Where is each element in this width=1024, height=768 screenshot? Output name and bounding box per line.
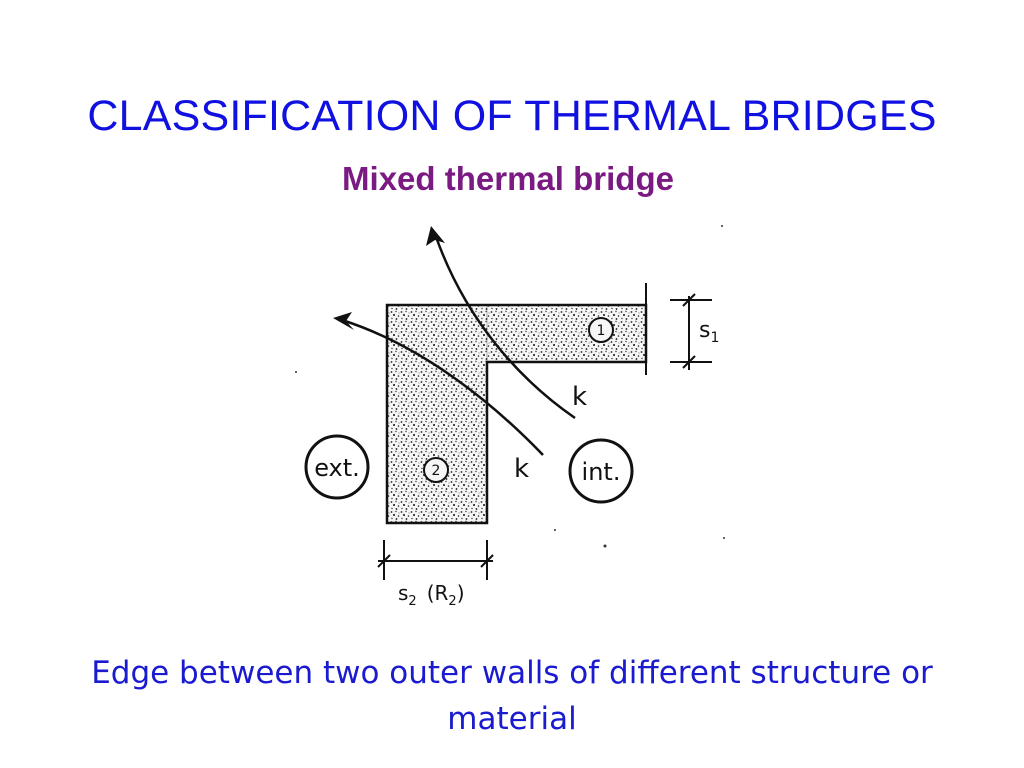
wall-2-label: 2 [432,463,441,479]
wall-1-marker [588,317,614,343]
slide-subtitle: Mixed thermal bridge [342,160,674,197]
heat-flow-arrowhead-upper [426,226,445,246]
slide-caption: Edge between two outer walls of differen… [91,655,933,737]
heat-flow-arrow-lower [341,318,544,456]
slide-title: CLASSIFICATION OF THERMAL BRIDGES [87,92,937,140]
scan-specks [295,225,725,548]
wall-2-marker [423,457,449,483]
flow-label-lower: k [514,454,529,484]
dimension-s2 [377,540,494,580]
flow-label-upper: k [572,382,587,412]
wall-1-label: 1 [597,323,606,339]
dimension-s1 [645,283,712,375]
heat-flow-arrowhead-lower [333,312,354,330]
dimension-s1-label: s1 [699,318,719,346]
exterior-marker [304,434,370,500]
dimension-s2-label: s2(R2) [398,581,465,609]
interior-marker [568,438,634,504]
exterior-label: ext. [314,454,360,482]
heat-flow-arrow-upper [433,233,576,420]
interior-label: int. [582,458,621,486]
